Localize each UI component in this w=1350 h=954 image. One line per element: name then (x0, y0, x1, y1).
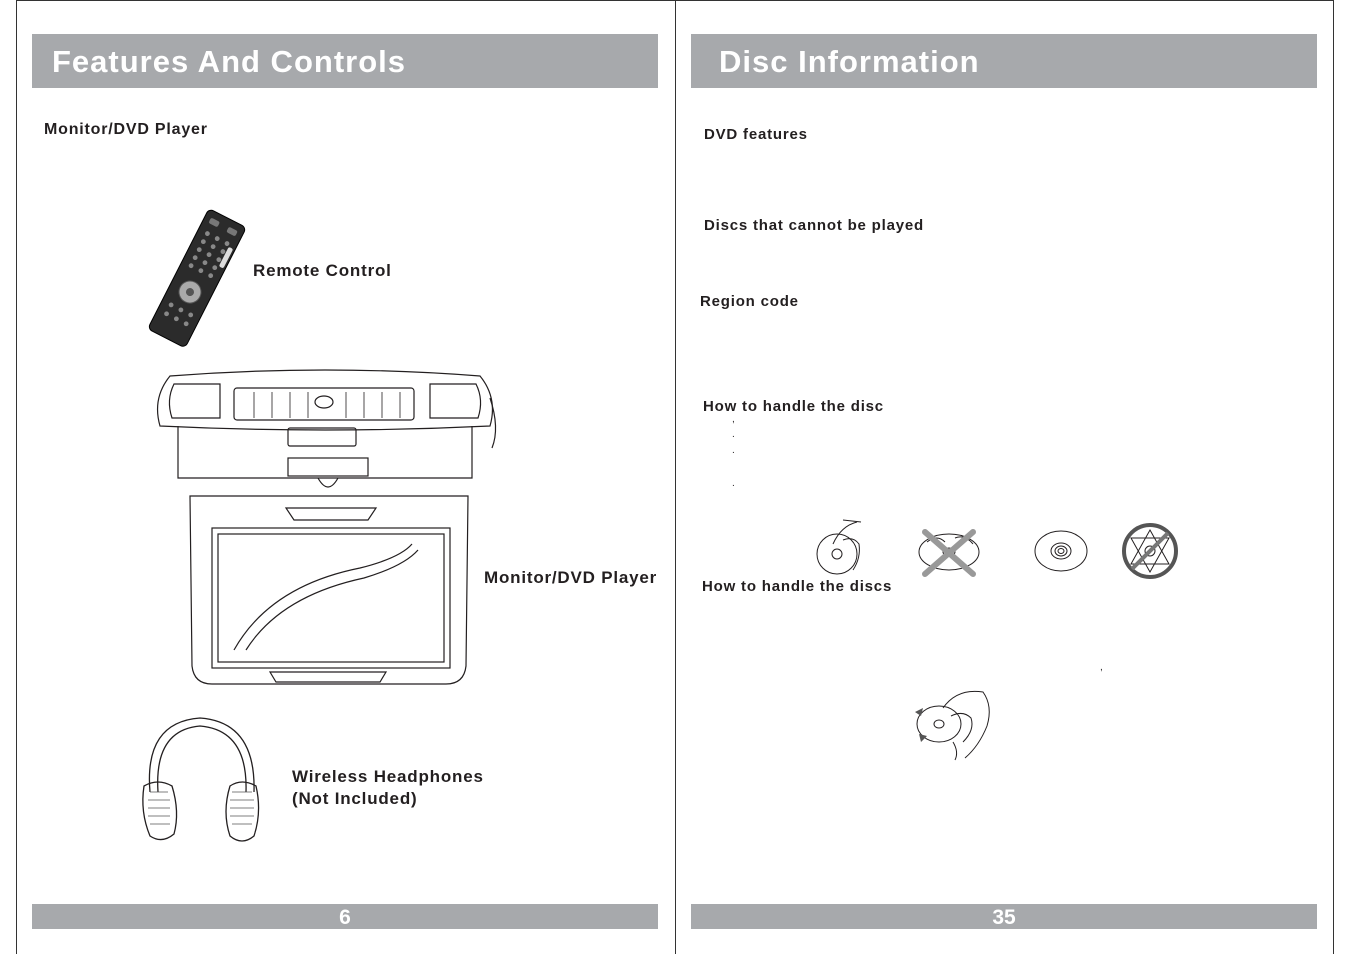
top-border-left (16, 0, 675, 1)
top-border-right (675, 0, 1333, 1)
section-title: Monitor/DVD Player (44, 121, 208, 138)
page-title-right: Disc Information (691, 34, 1317, 88)
center-divider (675, 0, 676, 954)
disc-no-image (1122, 523, 1178, 579)
left-page: Features And Controls Monitor/DVD Player… (32, 34, 658, 929)
bullet-mark: . (732, 445, 735, 456)
remote-control-image (148, 209, 246, 347)
right-border (1333, 0, 1334, 954)
section-handle-disc: How to handle the disc (703, 398, 884, 415)
section-cannot-play: Discs that cannot be played (704, 217, 924, 234)
bullet-mark: . (732, 429, 735, 440)
section-dvd-features: DVD features (704, 126, 808, 143)
monitor-dvd-player-label: Monitor/DVD Player (484, 568, 658, 587)
disc-hold-wrong-image (918, 529, 980, 577)
right-page: Disc Information DVD features Discs that… (675, 0, 1350, 954)
bullet-mark: . (732, 478, 735, 489)
headphones-image (142, 717, 260, 842)
left-border (16, 0, 17, 954)
section-handle-discs: How to handle the discs (702, 578, 893, 595)
disc-image (1034, 530, 1088, 572)
page-number-right: 35 (691, 904, 1317, 929)
monitor-dvd-player-image (157, 369, 497, 685)
page-number: 6 (32, 904, 658, 929)
headphones-label-line2: (Not Included) (292, 789, 418, 808)
remote-control-label: Remote Control (253, 261, 392, 280)
bullet-mark: , (732, 414, 735, 425)
section-region-code: Region code (700, 293, 799, 310)
disc-hold-correct-image (816, 519, 862, 575)
bullet-mark: , (1100, 662, 1103, 673)
disc-cleaning-image (915, 690, 990, 761)
headphones-label-line1: Wireless Headphones (292, 767, 484, 786)
page-title: Features And Controls (32, 34, 658, 88)
